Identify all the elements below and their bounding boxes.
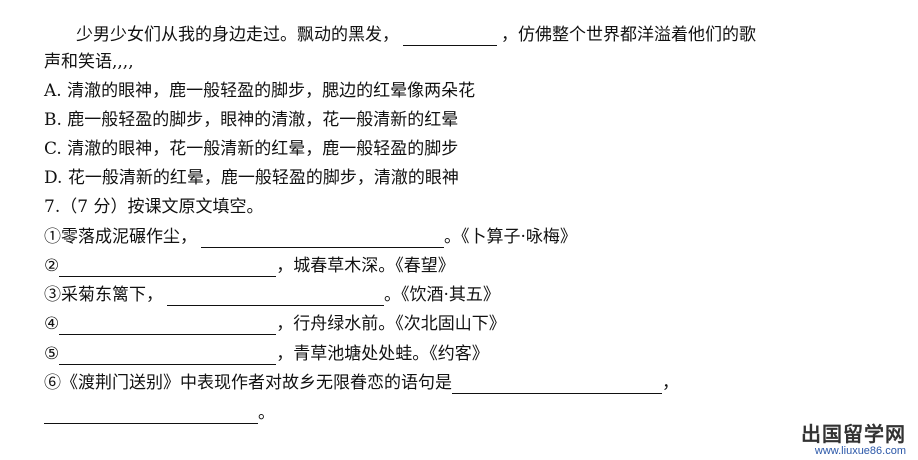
fill-item-3: ③采菊东篱下， 。《饮酒·其五》 <box>44 284 500 306</box>
fill-item-2: ② ，城春草木深。《春望》 <box>44 255 455 277</box>
watermark-logo: 出国留学网 www.liuxue86.com <box>801 423 906 457</box>
passage-line-2: 声和笑语,,,, <box>44 52 134 72</box>
fill-item-5: ⑤ ，青草池塘处处蛙。《约客》 <box>44 343 489 365</box>
passage-blank[interactable] <box>403 27 497 46</box>
fill-item-6: ⑥《渡荆门送别》中表现作者对故乡无限眷恋的语句是 ， <box>44 372 679 394</box>
answer-blank[interactable] <box>59 346 277 365</box>
answer-blank[interactable] <box>167 287 384 306</box>
item-text: ② <box>44 256 60 276</box>
watermark-name: 出国留学网 <box>801 422 906 446</box>
answer-blank[interactable] <box>44 405 258 424</box>
watermark-url: www.liuxue86.com <box>814 445 906 457</box>
question-7-title: 7.（7 分）按课文原文填空。 <box>44 197 264 217</box>
item-text: 。 <box>258 403 275 423</box>
item-text: ， <box>662 373 679 393</box>
answer-blank[interactable] <box>452 375 662 394</box>
item-text: ④ <box>44 314 60 334</box>
item-text: 。《饮酒·其五》 <box>384 285 500 305</box>
option-a: A. 清澈的眼神，鹿一般轻盈的脚步，腮边的红晕像两朵花 <box>44 81 476 101</box>
item-text: ，行舟绿水前。《次北固山下》 <box>276 314 506 334</box>
fill-item-1: ①零落成泥碾作尘， 。《卜算子·咏梅》 <box>44 226 577 248</box>
item-text: ，青草池塘处处蛙。《约客》 <box>276 344 489 364</box>
passage-text: ，仿佛整个世界都洋溢着他们的歌 <box>501 25 756 45</box>
item-text: ①零落成泥碾作尘， <box>44 227 197 247</box>
option-b: B. 鹿一般轻盈的脚步，眼神的清澈，花一般清新的红晕 <box>44 110 459 130</box>
item-text: ，城春草木深。《春望》 <box>276 256 455 276</box>
option-c: C. 清澈的眼神，花一般清新的红晕，鹿一般轻盈的脚步 <box>44 139 459 159</box>
item-text: ③采菊东篱下， <box>44 285 163 305</box>
item-text: 。《卜算子·咏梅》 <box>444 227 577 247</box>
fill-item-4: ④ ，行舟绿水前。《次北固山下》 <box>44 313 506 335</box>
passage-line-1: 少男少女们从我的身边走过。飘动的黑发， ，仿佛整个世界都洋溢着他们的歌 <box>76 24 756 46</box>
item-text: ⑤ <box>44 344 60 364</box>
answer-blank[interactable] <box>59 258 277 277</box>
answer-blank[interactable] <box>201 229 444 248</box>
answer-blank[interactable] <box>59 316 277 335</box>
option-d: D. 花一般清新的红晕，鹿一般轻盈的脚步，清澈的眼神 <box>44 168 459 188</box>
passage-text: 少男少女们从我的身边走过。飘动的黑发， <box>76 25 399 45</box>
item-text: ⑥《渡荆门送别》中表现作者对故乡无限眷恋的语句是 <box>44 373 452 393</box>
fill-item-6-cont: 。 <box>44 402 275 424</box>
